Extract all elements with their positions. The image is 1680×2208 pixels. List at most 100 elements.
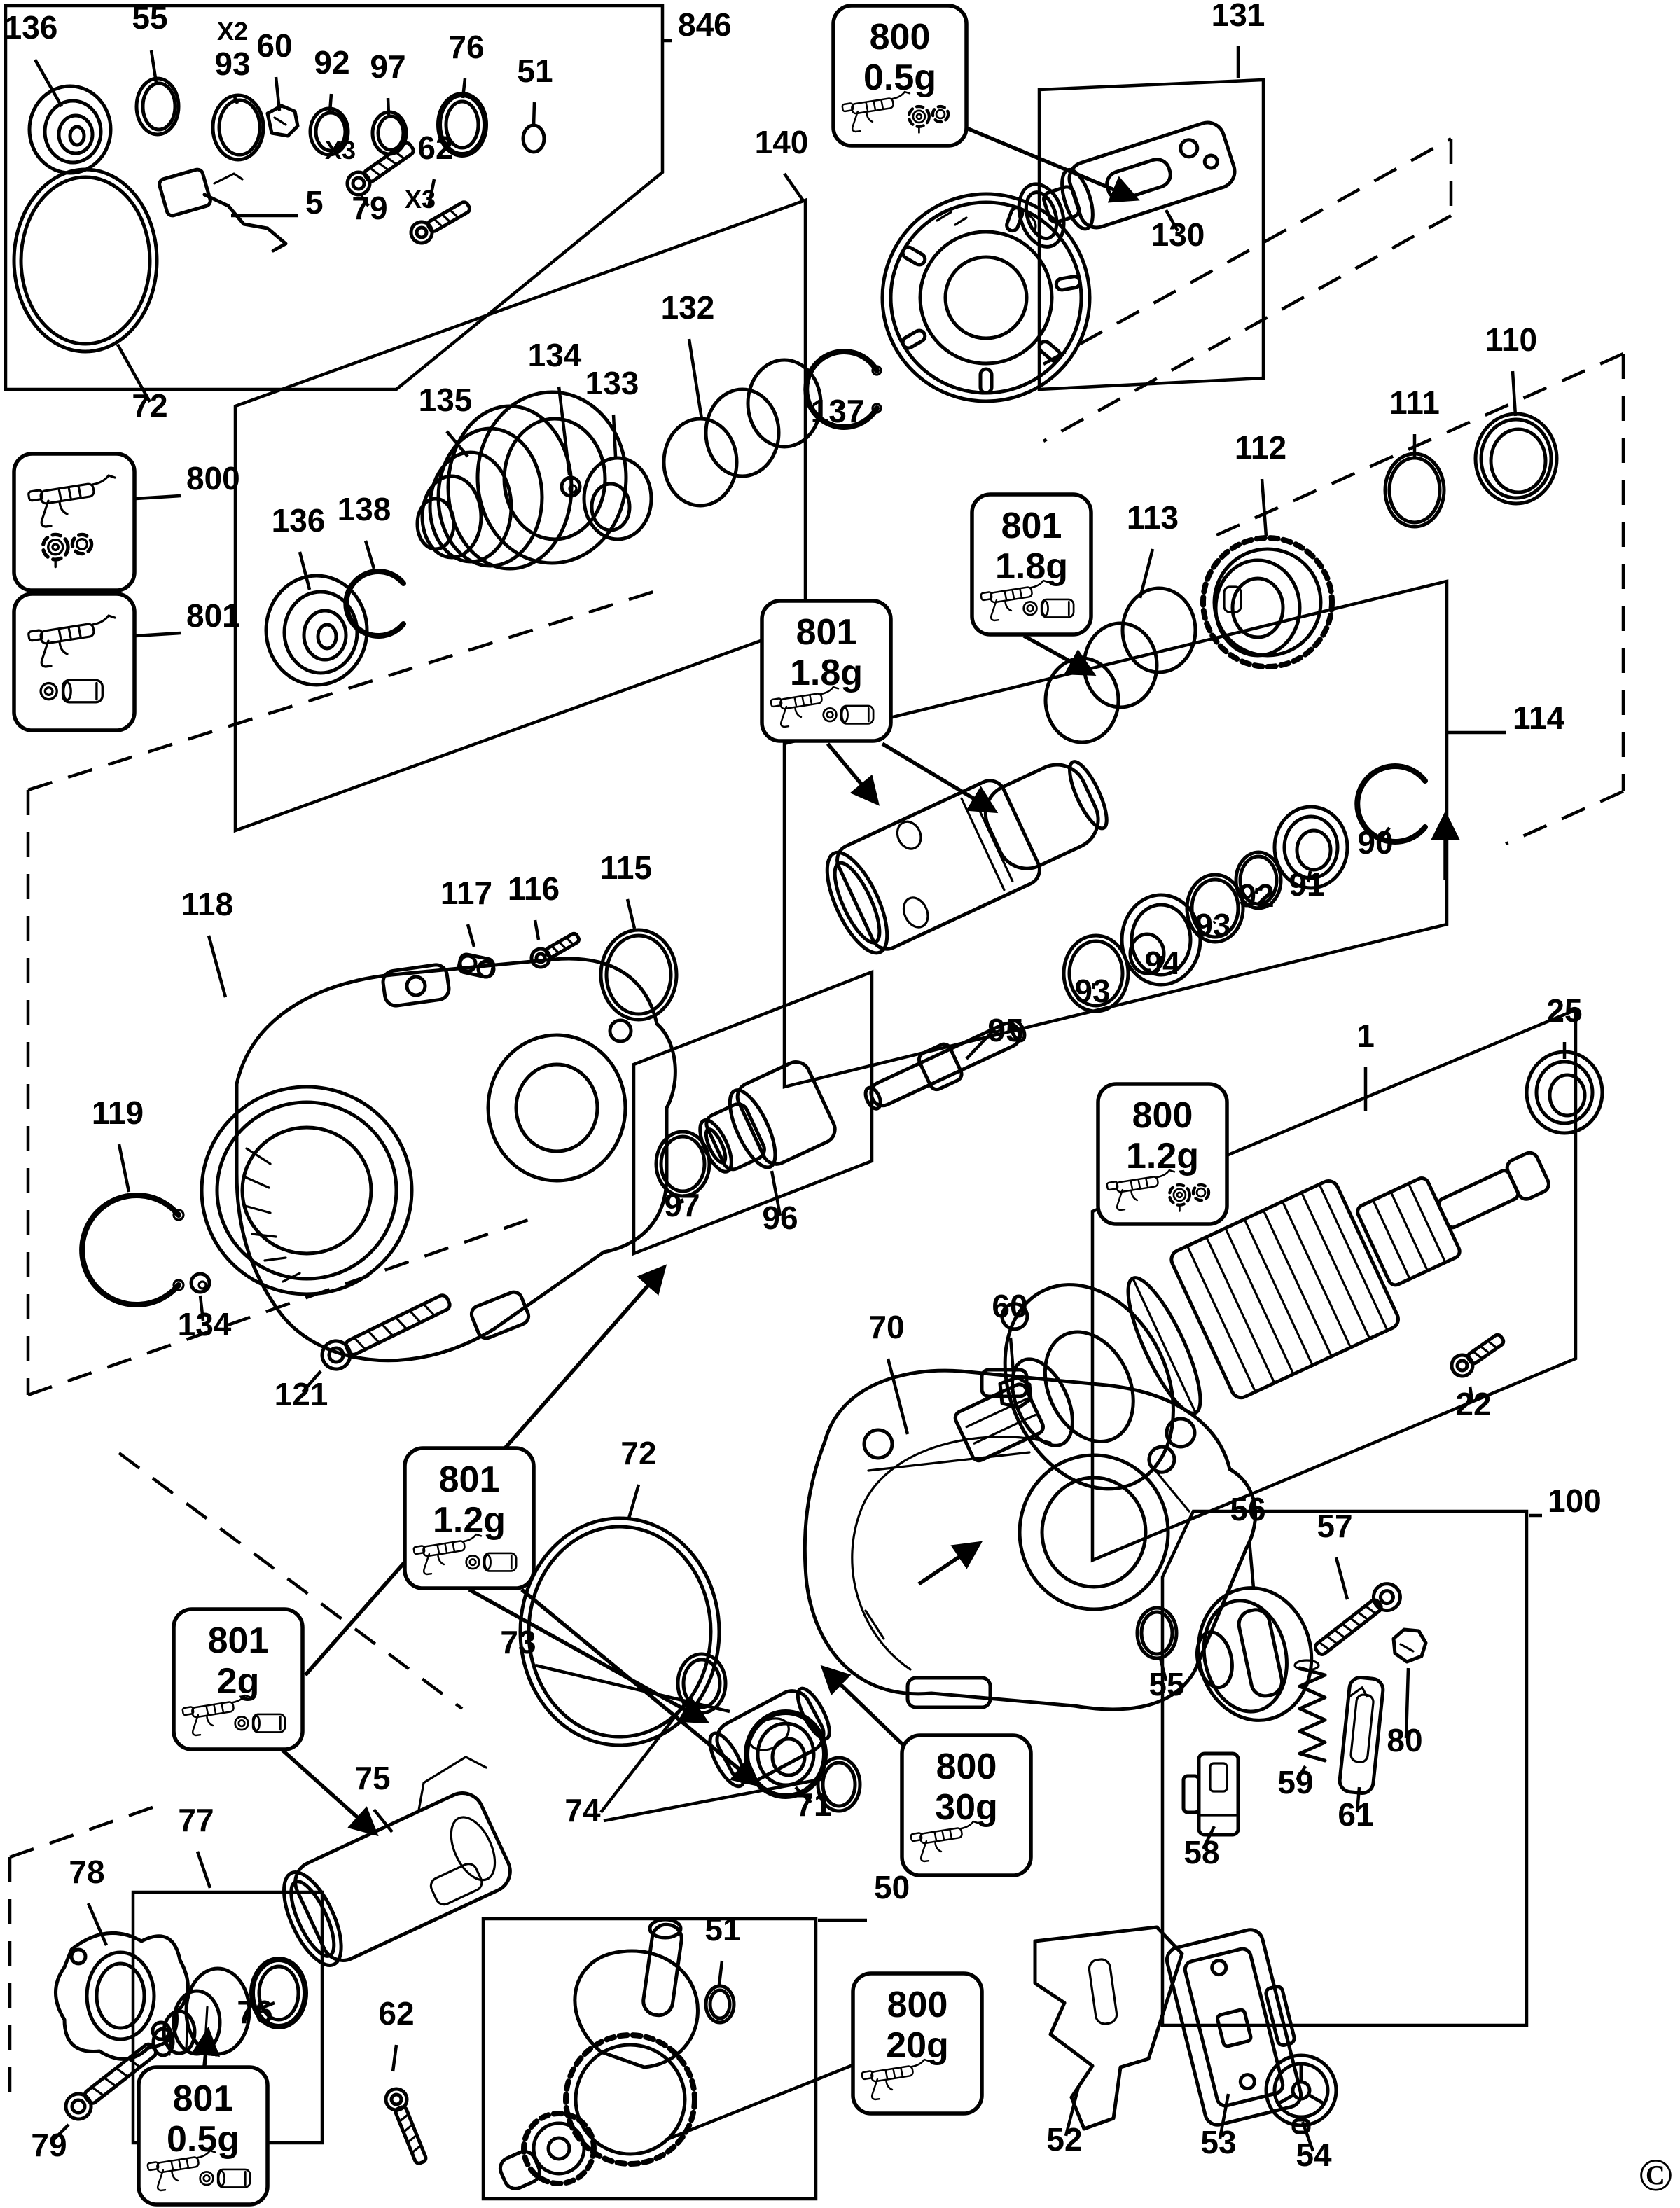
part-label-52: 70: [868, 1309, 904, 1345]
part-label-62: 61: [1338, 1796, 1373, 1833]
part-75-swing-sleeve: [282, 1756, 512, 1967]
part-97-oring-b: [654, 1130, 711, 1198]
part-134-steel-ball-a: [560, 475, 582, 498]
part-78-clamp: [54, 1931, 190, 2061]
part-133-washer: [582, 456, 653, 541]
leader-line: [687, 338, 704, 419]
leader-line: [117, 1144, 131, 1193]
part-label-63: 80: [1387, 1722, 1422, 1758]
grease-code: 801: [796, 612, 857, 653]
part-label-13: 62: [417, 130, 453, 166]
part-92-oring-b: [1234, 850, 1283, 910]
leader-line: [1306, 870, 1312, 883]
leader-line: [360, 195, 370, 207]
part-60-clip-b: [998, 1375, 1033, 1410]
leader-line: [1296, 1765, 1307, 1782]
part-label-41: 117: [440, 875, 492, 911]
part-50-crank-gear: [498, 1917, 700, 2190]
leader-line: [1378, 826, 1391, 842]
part-79-screw-a: [345, 141, 415, 197]
part-136-bearing-cap-a: [27, 84, 113, 175]
box-50-group: [481, 1917, 818, 2201]
part-label-69: 76: [237, 1994, 272, 2030]
part-134-steel-ball-b: [189, 1272, 211, 1294]
part-label-29: 112: [1235, 429, 1286, 466]
grease-amount: 0.5g: [863, 57, 936, 98]
part-label-50: 25: [1546, 992, 1582, 1029]
leader-line: [135, 494, 181, 501]
leader-line: [534, 1663, 730, 1714]
part-label-26: 132: [661, 289, 715, 326]
leader-line: [1212, 920, 1216, 924]
box-801-left: [12, 592, 137, 732]
leader-line: [50, 2123, 70, 2143]
leader-line: [1218, 2093, 1230, 2139]
leader-line: [717, 1960, 724, 1985]
part-label-49: 1: [1356, 1018, 1375, 1054]
leader-line: [116, 343, 151, 403]
leader-line: [1404, 1667, 1410, 1739]
part-label-16: 130: [1151, 216, 1205, 253]
part-135-boot-bellows: [415, 390, 628, 571]
part-118-gear-housing: [200, 957, 677, 1363]
leader-line: [149, 50, 158, 83]
leader-line: [679, 1198, 685, 1204]
part-label-48: 96: [762, 1200, 798, 1236]
part-117-clip: [457, 952, 496, 979]
part-label-12: 79: [352, 190, 387, 226]
leader-line: [1064, 2086, 1081, 2137]
leader-line: [445, 430, 469, 458]
part-111-oring: [1383, 452, 1446, 529]
leader-line: [1201, 1825, 1216, 1850]
part-55-oring-b: [1135, 1606, 1179, 1660]
leader-line: [1091, 983, 1096, 990]
leader-line: [965, 1029, 994, 1060]
leader-line: [426, 179, 436, 208]
leader-line: [627, 1484, 641, 1519]
part-label-5: 92: [314, 44, 349, 81]
leader-line: [1260, 478, 1268, 537]
panel-131-group: [1037, 78, 1265, 391]
part-53-slider-plate: [1165, 1928, 1303, 2127]
part-label-57: 56: [1230, 1491, 1265, 1527]
leader-line: [1468, 1386, 1474, 1401]
part-62-screw-b: [384, 2087, 428, 2165]
part-55-oring-a: [134, 76, 181, 137]
part-51-oring-b: [704, 1984, 736, 2025]
panel-96-group: [632, 969, 874, 1256]
part-label-54: 72: [620, 1435, 656, 1471]
part-label-55: 71: [796, 1786, 831, 1823]
part-25-bearing: [1525, 1050, 1604, 1135]
part-label-20: 801: [186, 597, 240, 634]
leader-line: [363, 540, 376, 569]
part-label-2: X2: [217, 17, 248, 46]
part-label-36: 93: [1195, 907, 1230, 943]
part-label-28: 113: [1127, 499, 1179, 536]
part-79-screw-b: [64, 2042, 158, 2121]
leader-line: [1159, 955, 1164, 961]
part-label-6: 97: [370, 48, 405, 85]
leader-line: [34, 58, 63, 108]
grease-amount: 0.5g: [167, 2119, 239, 2160]
grease-amount: 30g: [935, 1787, 998, 1828]
leader-line: [886, 1358, 910, 1435]
leader-line: [198, 1295, 205, 1321]
part-label-64: 73: [500, 1624, 536, 1660]
part-label-4: 60: [256, 27, 292, 64]
part-label-18: 72: [132, 387, 167, 424]
part-label-43: 118: [181, 886, 233, 922]
part-label-70: 79: [31, 2127, 67, 2163]
part-label-8: 51: [517, 53, 553, 89]
leader-line: [838, 402, 845, 410]
part-label-44: 119: [92, 1095, 144, 1131]
leader-line: [783, 172, 805, 203]
part-label-37: 94: [1144, 945, 1181, 981]
part-label-51: 22: [1455, 1386, 1491, 1422]
part-label-24: 134: [528, 337, 582, 373]
part-96-ram-bushing: [698, 1060, 837, 1174]
box-800-left: [12, 452, 137, 592]
